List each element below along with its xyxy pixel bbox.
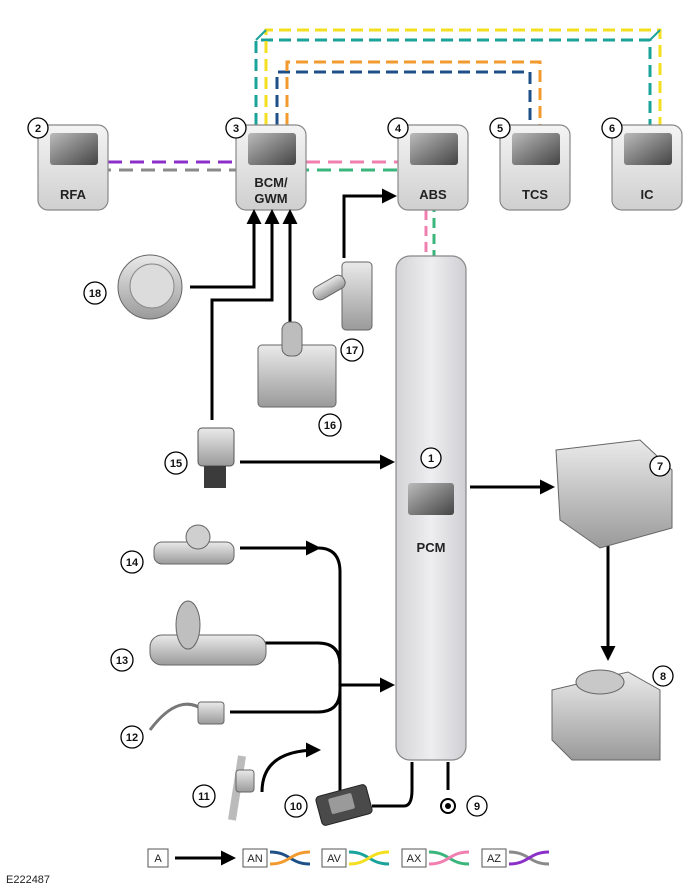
module-label: TCS xyxy=(522,187,548,202)
callout-2: 2 xyxy=(27,117,49,139)
figure-id: E222487 xyxy=(6,874,50,886)
callout-1: 1 xyxy=(420,447,442,469)
component-15-sensor xyxy=(197,427,235,488)
hardwire-connections xyxy=(190,188,616,808)
module-label-line2: GWM xyxy=(254,191,287,206)
module-label: IC xyxy=(641,187,655,202)
component-18-switch xyxy=(117,254,183,320)
svg-text:5: 5 xyxy=(497,123,503,135)
callout-12: 12 xyxy=(120,725,144,749)
svg-text:8: 8 xyxy=(660,671,666,683)
callout-16: 16 xyxy=(318,413,342,437)
callout-3: 3 xyxy=(225,117,247,139)
callouts: 2 3 4 5 6 1 7 8 9 10 11 12 13 14 15 16 1… xyxy=(27,117,674,818)
module-ic: IC xyxy=(611,124,683,211)
component-13-sensor xyxy=(149,600,267,666)
component-12-sensor xyxy=(148,701,225,731)
callout-15: 15 xyxy=(164,451,188,475)
legend-label-av: AV xyxy=(327,853,342,865)
callout-17: 17 xyxy=(340,338,364,362)
component-17-sensor xyxy=(312,261,373,331)
component-8-starter-motor xyxy=(551,669,661,761)
svg-text:7: 7 xyxy=(657,461,663,473)
callout-5: 5 xyxy=(489,117,511,139)
component-14-sensor xyxy=(153,524,235,565)
legend-label-ax: AX xyxy=(407,853,422,865)
svg-text:15: 15 xyxy=(170,458,182,470)
module-pcm: PCM xyxy=(395,255,467,761)
chip-icon xyxy=(248,133,296,165)
callout-10: 10 xyxy=(284,794,308,818)
legend-label-az: AZ xyxy=(487,853,501,865)
svg-text:10: 10 xyxy=(290,801,302,813)
legend: A AN AV AX AZ xyxy=(147,848,550,868)
legend-label-an: AN xyxy=(247,853,262,865)
svg-text:13: 13 xyxy=(116,655,128,667)
callout-13: 13 xyxy=(110,648,134,672)
svg-text:17: 17 xyxy=(346,345,358,357)
svg-text:14: 14 xyxy=(126,557,139,569)
chip-icon xyxy=(624,133,672,165)
svg-text:12: 12 xyxy=(126,732,138,744)
svg-text:4: 4 xyxy=(395,123,402,135)
module-label: RFA xyxy=(60,187,87,202)
callout-11: 11 xyxy=(192,784,216,808)
svg-text:2: 2 xyxy=(35,123,41,135)
module-rfa: RFA xyxy=(37,124,109,211)
component-7-module xyxy=(555,439,673,549)
component-9-ground xyxy=(440,798,456,814)
svg-text:18: 18 xyxy=(89,288,101,300)
chip-icon xyxy=(512,133,560,165)
component-10-fuse xyxy=(315,784,373,826)
callout-18: 18 xyxy=(83,281,107,305)
chip-icon xyxy=(50,133,98,165)
module-abs: ABS xyxy=(397,124,469,211)
chip-icon xyxy=(408,483,454,515)
callout-4: 4 xyxy=(387,117,409,139)
callout-6: 6 xyxy=(601,117,623,139)
callout-9: 9 xyxy=(466,795,488,817)
svg-text:9: 9 xyxy=(474,801,480,813)
legend-label-a: A xyxy=(154,853,162,865)
svg-text:16: 16 xyxy=(324,420,336,432)
svg-text:1: 1 xyxy=(428,453,434,465)
component-11-sensor xyxy=(228,755,255,821)
chip-icon xyxy=(410,133,458,165)
callout-14: 14 xyxy=(120,550,144,574)
svg-text:6: 6 xyxy=(609,123,615,135)
module-bcm-gwm: BCM/ GWM xyxy=(235,124,307,211)
module-tcs: TCS xyxy=(499,124,571,211)
svg-text:11: 11 xyxy=(198,791,210,803)
component-16-gear-selector xyxy=(257,321,337,408)
module-label: ABS xyxy=(419,187,447,202)
network-wiring xyxy=(108,28,662,256)
module-label-line1: BCM/ xyxy=(254,175,288,190)
module-label: PCM xyxy=(417,540,446,555)
svg-text:3: 3 xyxy=(233,123,239,135)
callout-7: 7 xyxy=(649,455,671,477)
callout-8: 8 xyxy=(652,665,674,687)
